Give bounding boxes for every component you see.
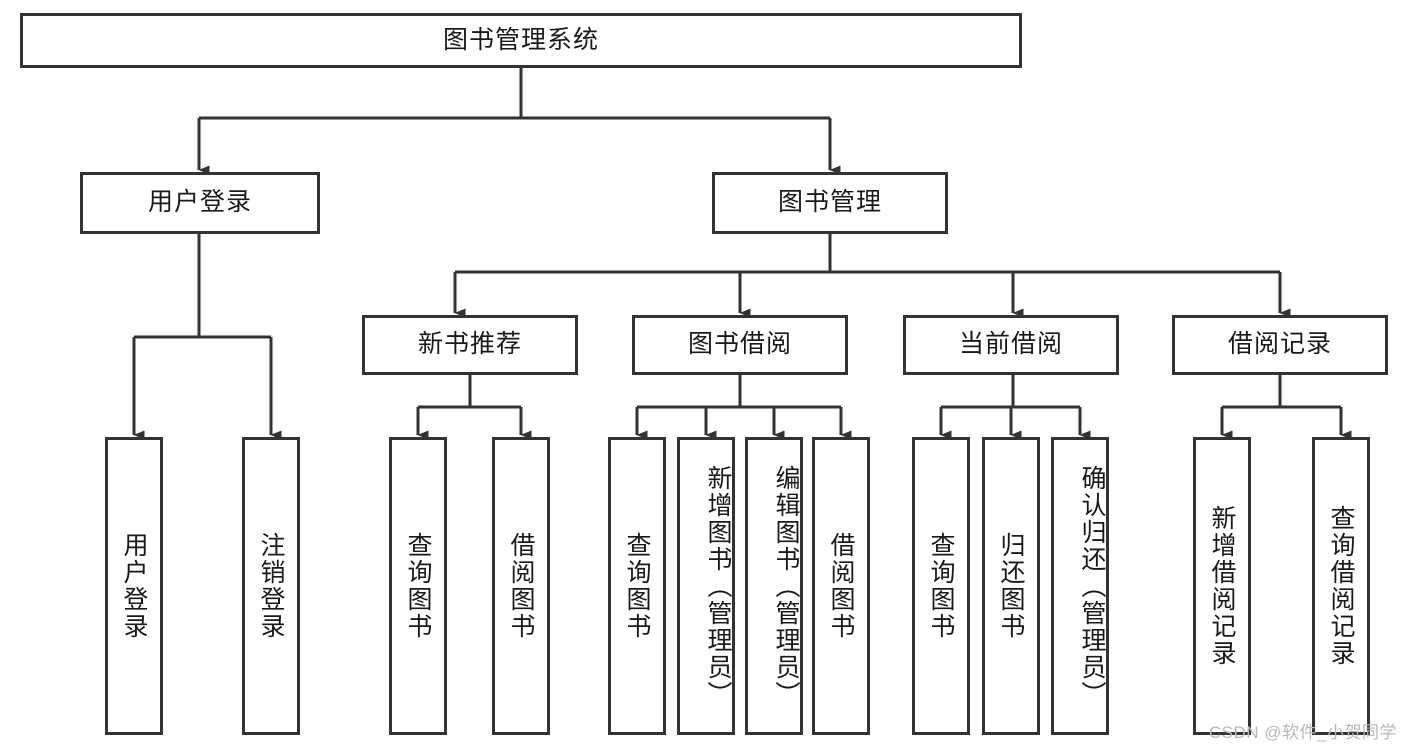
node-label: 查询图书 <box>623 532 651 640</box>
node-label: 图书管理系统 <box>442 25 599 54</box>
node-label: 借阅图书 <box>827 532 855 640</box>
node-label: 新书推荐 <box>417 330 522 359</box>
node-label: 查询图书 <box>927 532 955 640</box>
node-label: 编辑图书（管理员） <box>772 464 800 708</box>
node-book-manage[interactable]: 图书管理 <box>712 172 948 234</box>
node-label: 确认归还（管理员） <box>1078 464 1106 708</box>
node-leaf-confirm-return-admin[interactable]: 确认归还（管理员） <box>1051 437 1109 735</box>
node-borrow-record[interactable]: 借阅记录 <box>1172 315 1388 375</box>
node-label: 借阅记录 <box>1227 330 1332 359</box>
node-leaf-return-book[interactable]: 归还图书 <box>982 437 1040 735</box>
node-leaf-query-book-recommend[interactable]: 查询图书 <box>389 437 447 735</box>
node-label: 查询图书 <box>404 532 432 640</box>
node-label: 图书借阅 <box>687 330 792 359</box>
node-label: 用户登录 <box>147 188 252 217</box>
node-leaf-query-borrow-record[interactable]: 查询借阅记录 <box>1312 437 1370 735</box>
node-leaf-logout-login[interactable]: 注销登录 <box>242 437 300 735</box>
node-label: 借阅图书 <box>507 532 535 640</box>
node-leaf-query-book-current[interactable]: 查询图书 <box>912 437 970 735</box>
node-label: 图书管理 <box>777 188 882 217</box>
node-label: 注销登录 <box>257 532 285 640</box>
node-leaf-add-borrow-record[interactable]: 新增借阅记录 <box>1193 437 1251 735</box>
node-new-book-recommend[interactable]: 新书推荐 <box>362 315 578 375</box>
node-root-book-management-system[interactable]: 图书管理系统 <box>20 13 1022 68</box>
node-book-borrow[interactable]: 图书借阅 <box>632 315 848 375</box>
node-label: 查询借阅记录 <box>1327 505 1355 667</box>
node-user-login[interactable]: 用户登录 <box>80 172 320 234</box>
node-leaf-query-book-borrow[interactable]: 查询图书 <box>608 437 666 735</box>
node-label: 新增图书（管理员） <box>704 464 732 708</box>
node-leaf-add-book-admin[interactable]: 新增图书（管理员） <box>677 437 735 735</box>
node-label: 当前借阅 <box>958 330 1063 359</box>
node-label: 归还图书 <box>997 532 1025 640</box>
node-leaf-edit-book-admin[interactable]: 编辑图书（管理员） <box>745 437 803 735</box>
node-label: 新增借阅记录 <box>1208 505 1236 667</box>
node-leaf-borrow-book-borrow[interactable]: 借阅图书 <box>812 437 870 735</box>
node-leaf-borrow-book-recommend[interactable]: 借阅图书 <box>492 437 550 735</box>
node-leaf-user-login[interactable]: 用户登录 <box>105 437 163 735</box>
node-current-borrow[interactable]: 当前借阅 <box>903 315 1119 375</box>
node-label: 用户登录 <box>120 532 148 640</box>
